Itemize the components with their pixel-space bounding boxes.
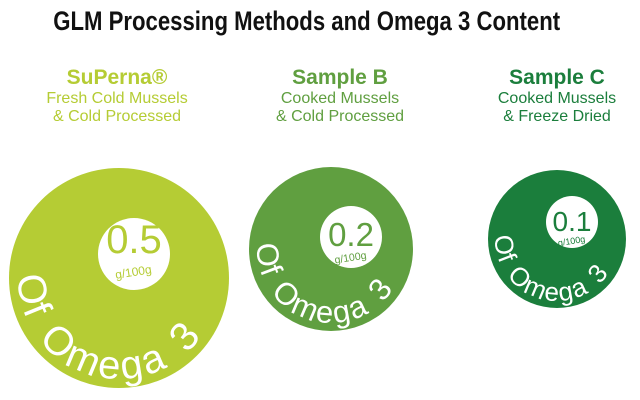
value-badge bbox=[546, 196, 598, 248]
value-badge bbox=[98, 218, 170, 290]
chart-title: GLM Processing Methods and Omega 3 Conte… bbox=[53, 6, 561, 36]
sample-desc-line2: & Cold Processed bbox=[275, 108, 405, 125]
bubble-value: 0.5 bbox=[106, 218, 162, 262]
sample-name: Sample C bbox=[509, 66, 605, 89]
value-badge bbox=[320, 206, 382, 268]
sample-desc-line1: Cooked Mussels bbox=[280, 90, 400, 107]
sample-desc-line2: & Freeze Dried bbox=[503, 108, 611, 125]
column-header-superna: SuPerna® Fresh Cold Mussels & Cold Proce… bbox=[7, 66, 227, 126]
sample-name: Sample B bbox=[292, 66, 388, 89]
sample-desc-line1: Fresh Cold Mussels bbox=[46, 90, 188, 107]
bubble-unit: g/100g bbox=[557, 234, 586, 248]
column-header-sample-c: Sample C Cooked Mussels & Freeze Dried bbox=[447, 66, 640, 126]
bubble-value: 0.2 bbox=[328, 216, 374, 253]
bubble-value: 0.1 bbox=[553, 206, 592, 237]
sample-desc-line1: Cooked Mussels bbox=[497, 90, 617, 107]
column-header-sample-b: Sample B Cooked Mussels & Cold Processed bbox=[230, 66, 450, 126]
bubble-unit: g/100g bbox=[114, 262, 152, 282]
bubble-unit: g/100g bbox=[334, 250, 368, 267]
sample-name: SuPerna® bbox=[66, 66, 168, 89]
sample-desc-line2: & Cold Processed bbox=[52, 108, 182, 125]
